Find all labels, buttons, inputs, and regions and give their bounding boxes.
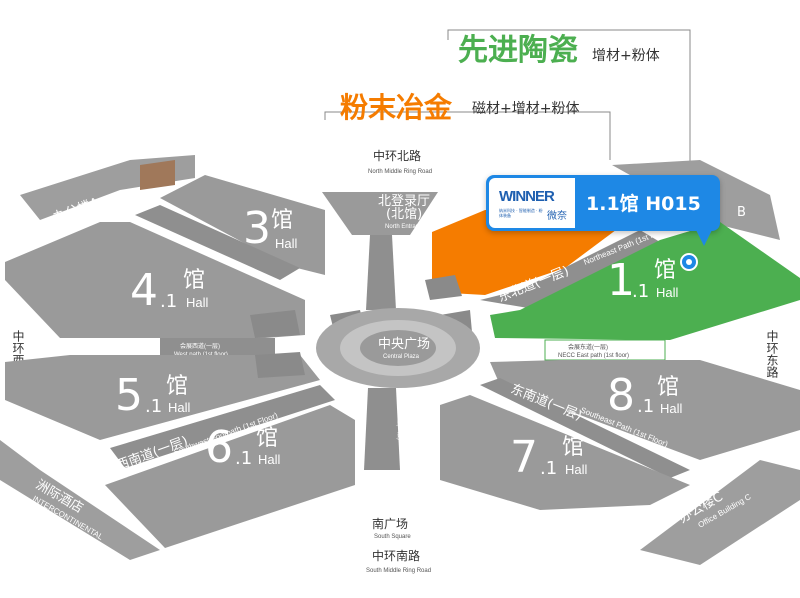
- annex-ne: [425, 275, 462, 300]
- hall-4-1-cn: 馆: [183, 268, 205, 293]
- logo-tagline: 纳米科技 · 智能制造 · 粉体装备: [499, 208, 543, 218]
- hall-8-1-number: 8: [607, 370, 635, 421]
- hall-8-1-en: Hall: [660, 401, 683, 416]
- hall-3-cn: 馆: [271, 208, 293, 233]
- booth-number: 1.1馆 H015: [586, 193, 701, 215]
- hall-7-1: [440, 395, 690, 510]
- southeast-path: [480, 378, 690, 478]
- category-powder-metallurgy-sub: 磁材+增材+粉体: [472, 101, 579, 117]
- southwest-path: [110, 385, 335, 468]
- category-advanced-ceramics-sub: 增材+粉体: [592, 48, 660, 64]
- ceramics-pointer-line: [447, 29, 691, 245]
- hall-5-1-sub: .1: [145, 396, 162, 417]
- hall-1-1: [490, 222, 800, 340]
- road-south-en: South Middle Ring Road: [366, 568, 431, 574]
- road-north-en: North Middle Ring Road: [368, 169, 432, 175]
- hall-8-1-cn: 馆: [657, 375, 679, 400]
- north-path: [366, 235, 396, 310]
- east-path-label-en: NECC East path (1st floor): [558, 353, 629, 359]
- central-plaza-inner: [360, 330, 436, 366]
- hall-1-orange-zone: [432, 210, 640, 295]
- road-east: 中环东路: [765, 329, 779, 379]
- hall-8-1: [490, 360, 800, 460]
- northwest-path: [135, 205, 300, 280]
- north-entrance-label: 北登录厅: [378, 194, 430, 209]
- south-path-label: 会展南道(一层): [396, 400, 404, 440]
- hall-4-1-annex: [250, 310, 300, 338]
- north-entrance-label-2: (北馆): [386, 207, 422, 222]
- hall-5-1-en: Hall: [168, 400, 191, 415]
- winner-logo: WINNER 纳米科技 · 智能制造 · 粉体装备 微奈: [489, 178, 575, 228]
- hall-5-1-number: 5: [115, 370, 143, 421]
- hall-7-1-number: 7: [510, 432, 538, 483]
- office-a-logo-block: [140, 160, 175, 190]
- hall-6-1-en: Hall: [258, 452, 281, 467]
- west-path-label: 会展西道(一层): [180, 342, 220, 350]
- hall-6-1-cn: 馆: [256, 426, 278, 451]
- east-path-label: 会展东道(一层): [568, 343, 608, 351]
- north-entrance: [322, 192, 438, 235]
- location-pin-icon[interactable]: [679, 252, 699, 272]
- hall-1-1-en: Hall: [656, 285, 679, 300]
- road-north: 中环北路: [373, 148, 421, 163]
- road-south: 中环南路: [372, 548, 420, 563]
- hall-4-1-en: Hall: [186, 295, 209, 310]
- hall-1-1-number: 1: [607, 255, 635, 306]
- hall-5-1: [5, 355, 320, 440]
- northeast-path: [480, 230, 660, 310]
- hall-3-en: Hall: [275, 236, 298, 251]
- callout-pointer: [696, 230, 712, 246]
- office-building-c: [640, 460, 800, 565]
- hall-6-1: [105, 405, 355, 548]
- hall-1-1-sub: .1: [632, 281, 649, 302]
- logo-chinese: 微奈: [547, 211, 567, 222]
- central-plaza-label: 中央广场: [378, 337, 430, 352]
- intercontinental-hotel: [0, 440, 160, 560]
- north-entrance-label-en: North Entrance: [385, 224, 426, 230]
- hall-7-1-sub: .1: [540, 458, 557, 479]
- hall-7-1-cn: 馆: [562, 435, 584, 460]
- hall-5-1-annex: [255, 352, 305, 378]
- south-square-label-en: South Square: [374, 534, 411, 540]
- logo-wordmark: WINNER: [499, 188, 555, 205]
- hall-3: [160, 175, 325, 275]
- hall-7-1-en: Hall: [565, 462, 588, 477]
- hall-4-1-number: 4: [130, 265, 158, 316]
- hall-8-1-sub: .1: [637, 396, 654, 417]
- office-b-label: B: [737, 205, 746, 220]
- category-powder-metallurgy: 粉末冶金: [340, 91, 453, 124]
- south-path: [364, 388, 400, 470]
- hall-6-1-sub: .1: [235, 448, 252, 469]
- west-path: [160, 338, 275, 360]
- north-path-label: 会展北道(一层): [395, 242, 403, 282]
- hall-1-1-cn: 馆: [654, 258, 676, 283]
- south-square-label: 南广场: [372, 516, 408, 531]
- category-advanced-ceramics: 先进陶瓷: [458, 33, 578, 68]
- booth-callout[interactable]: WINNER 纳米科技 · 智能制造 · 粉体装备 微奈 1.1馆 H015: [486, 175, 720, 231]
- central-plaza-label-en: Central Plaza: [383, 354, 420, 360]
- hall-4-1: [5, 222, 305, 338]
- hall-6-1-number: 6: [205, 422, 233, 473]
- powder-pointer-line: [324, 111, 611, 160]
- hall-5-1-cn: 馆: [166, 374, 188, 399]
- hall-4-1-sub: .1: [160, 291, 177, 312]
